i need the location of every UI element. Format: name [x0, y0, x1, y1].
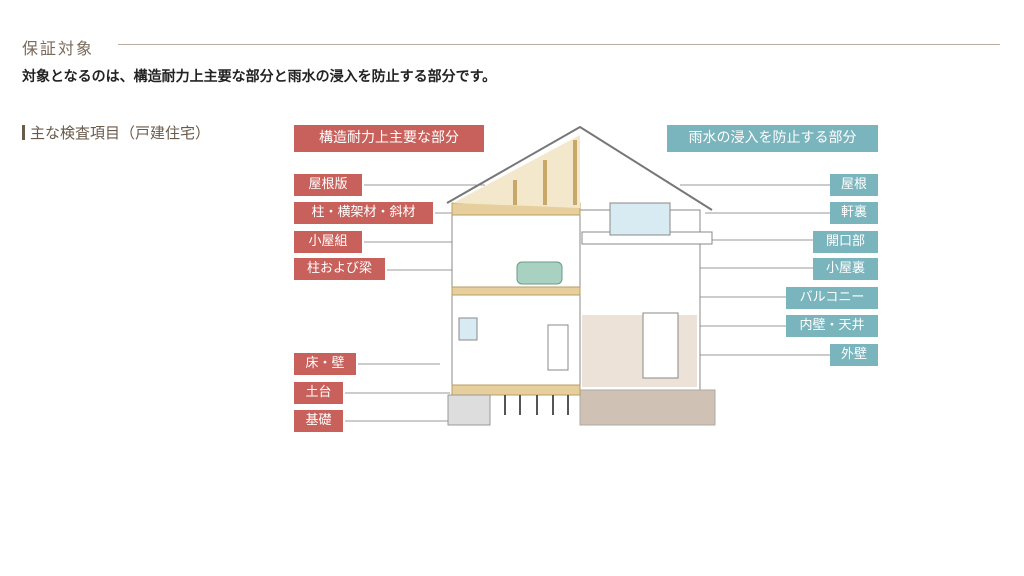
label-foundation: 基礎: [294, 410, 343, 432]
label-roof-frame: 小屋組: [294, 231, 362, 253]
label-exterior-wall: 外壁: [830, 344, 878, 366]
label-sill: 土台: [294, 382, 343, 404]
subheading: 主な検査項目（戸建住宅）: [22, 122, 210, 143]
lead-text: 対象となるのは、構造耐力上主要な部分と雨水の浸入を防止する部分です。: [22, 69, 497, 85]
label-interior-wall-ceiling: 内壁・天井: [786, 315, 878, 337]
label-roof: 屋根: [830, 174, 878, 196]
label-eaves-soffit: 軒裏: [830, 202, 878, 224]
heading-bar: [22, 125, 25, 140]
rainwater-header: 雨水の浸入を防止する部分: [667, 125, 878, 152]
divider: [118, 44, 1000, 45]
label-attic: 小屋裏: [813, 258, 878, 280]
subheading-text: 主な検査項目（戸建住宅）: [30, 124, 211, 142]
label-floor-wall: 床・壁: [294, 353, 356, 375]
label-roof-board: 屋根版: [294, 174, 362, 196]
label-openings: 開口部: [813, 231, 878, 253]
label-columns-and-beams: 柱および梁: [294, 258, 385, 280]
section-title: 保証対象: [22, 39, 95, 58]
label-columns-beams-braces: 柱・横架材・斜材: [294, 202, 433, 224]
structural-header: 構造耐力上主要な部分: [294, 125, 484, 152]
label-balcony: バルコニー: [786, 287, 878, 309]
